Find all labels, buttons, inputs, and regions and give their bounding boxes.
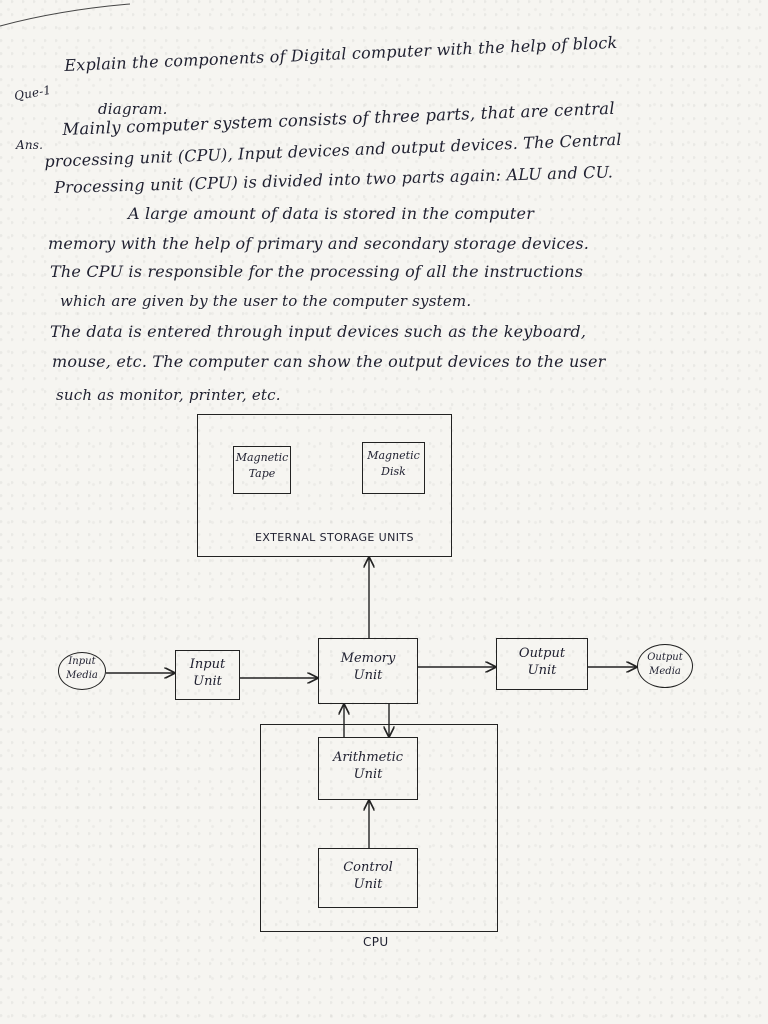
magnetic-disk-label: Magnetic Disk bbox=[367, 449, 420, 478]
answer-line-6: The CPU is responsible for the processin… bbox=[50, 262, 584, 281]
input-unit-box bbox=[175, 650, 240, 700]
answer-line-10: such as monitor, printer, etc. bbox=[56, 386, 281, 404]
external-storage-box bbox=[197, 414, 452, 557]
output-unit-label: Output Unit bbox=[518, 646, 566, 678]
cpu-box bbox=[260, 724, 498, 932]
arithmetic-unit-box bbox=[318, 737, 418, 800]
input-media-label: Input Media bbox=[66, 656, 98, 681]
answer-line-5: memory with the help of primary and seco… bbox=[48, 234, 590, 253]
input-media-ellipse bbox=[58, 652, 106, 690]
page-edge-curve bbox=[0, 3, 131, 27]
control-unit-box bbox=[318, 848, 418, 908]
magnetic-disk-box bbox=[362, 442, 425, 494]
answer-label: Ans. bbox=[16, 138, 44, 152]
input-unit-label: Input Unit bbox=[189, 657, 226, 689]
output-unit-box bbox=[496, 638, 588, 690]
memory-unit-label: Memory Unit bbox=[340, 651, 396, 683]
output-media-label: Output Media bbox=[647, 652, 683, 677]
external-storage-caption: EXTERNAL STORAGE UNITS bbox=[255, 531, 414, 544]
memory-unit-box bbox=[318, 638, 418, 704]
magnetic-tape-label: Magnetic Tape bbox=[235, 451, 289, 480]
cpu-caption: CPU bbox=[363, 935, 389, 949]
answer-line-9: mouse, etc. The computer can show the ou… bbox=[52, 352, 606, 371]
question-text-line-2: diagram. bbox=[98, 100, 168, 118]
magnetic-tape-box bbox=[233, 446, 291, 494]
arithmetic-unit-label: Arithmetic Unit bbox=[332, 750, 404, 782]
output-media-ellipse bbox=[637, 644, 693, 688]
control-unit-label: Control Unit bbox=[343, 860, 393, 892]
answer-line-8: The data is entered through input device… bbox=[50, 322, 587, 341]
answer-line-7: which are given by the user to the compu… bbox=[60, 292, 472, 310]
answer-line-4: A large amount of data is stored in the … bbox=[128, 204, 535, 223]
